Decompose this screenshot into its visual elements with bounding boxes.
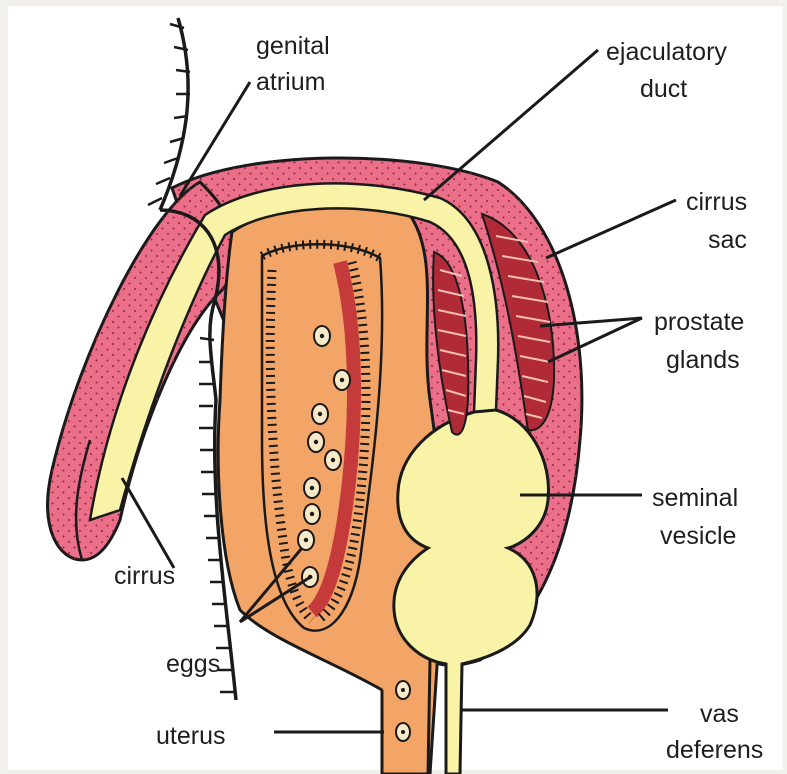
egg (314, 326, 330, 346)
label-uterus: uterus (156, 722, 225, 750)
egg (334, 370, 350, 390)
label-prostate-glands-line1: prostate (654, 308, 744, 336)
label-eggs: eggs (166, 650, 220, 678)
label-ejaculatory-duct-line2: duct (640, 75, 687, 103)
label-seminal-vesicle-line2: vesicle (660, 522, 736, 550)
label-vas-deferens-line1: vas (700, 700, 739, 728)
label-seminal-vesicle-line1: seminal (652, 484, 738, 512)
label-prostate-glands-line2: glands (666, 346, 740, 374)
label-cirrus-sac-line1: cirrus (686, 188, 747, 216)
egg (298, 530, 314, 550)
label-cirrus-sac-line2: sac (708, 226, 747, 254)
egg (308, 432, 324, 452)
egg (312, 404, 328, 424)
label-vas-deferens-line2: deferens (666, 736, 763, 764)
label-genital-atrium-line1: genital (256, 32, 330, 60)
label-genital-atrium-line2: atrium (256, 68, 325, 96)
egg (304, 478, 320, 498)
label-cirrus: cirrus (114, 562, 175, 590)
egg (325, 450, 341, 470)
egg (304, 504, 320, 524)
label-ejaculatory-duct-line1: ejaculatory (606, 38, 727, 66)
